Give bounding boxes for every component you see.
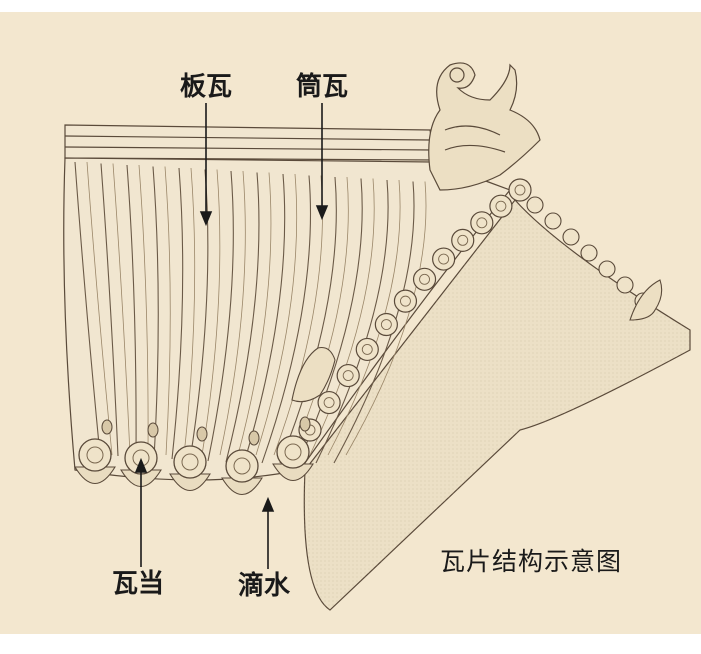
gable-eave-disc [562,228,580,246]
tube-tile-shade [219,170,246,456]
gable-eave-disc [580,244,598,262]
ridge-ornament [428,62,541,191]
tube-tile-shade [164,166,171,456]
eave-tile-end-inner [181,453,199,471]
gable-wall-texture [304,200,690,610]
eave-tile-end-inner [284,443,302,461]
eave-tile-end [225,449,259,483]
gable-eave-disc [598,260,616,278]
arrowhead-banwa [199,211,213,227]
gable-eave-disc [616,276,634,294]
tube-tile-line [243,173,286,464]
tube-tile-line [279,176,337,464]
tube-tile-shade [86,161,113,456]
roof-ridge [64,124,436,161]
tube-tile-line [207,170,234,462]
eave-tile-end [78,438,112,472]
arrowhead-tongwa [315,205,329,221]
hip-eave-disc [451,228,475,252]
tube-tile-shade [138,164,149,456]
gable-eave-disc [544,212,562,230]
hip-eave-disc [470,211,494,235]
tube-tile-shade [237,172,272,456]
hip-eave-disc-inner [323,397,335,408]
hip-eave-disc-inner [342,370,354,382]
hip-eave-disc [355,337,379,362]
tube-tile-shade [201,169,221,456]
hip-eave-disc [317,390,341,415]
drip-tile [74,466,116,484]
drip-tile [272,463,314,481]
hip-eave-disc [374,312,398,337]
eave-tile-end-inner [86,446,104,464]
tube-tile-shade [327,179,401,456]
front-eave-row [74,416,314,495]
hip-eave-disc-inner [361,343,373,355]
tube-tile-line [100,163,119,457]
tube-tile-line [261,175,312,464]
tile-nail-cap [196,426,208,442]
drip-tile [221,477,263,495]
tube-tile-shade [309,178,375,456]
label-banwa: 板瓦 [180,72,233,102]
tube-tile-line [152,166,159,459]
tube-tile-line [315,179,389,464]
tube-tile-line [74,161,101,456]
tube-tile-shade [183,167,196,456]
leader-arrows [134,103,329,569]
tube-tile-shade [112,163,131,456]
eave-tile-end-inner [233,457,251,475]
tube-tile-shade [255,173,298,456]
hip-eave-disc-inner [495,200,507,212]
hip-eave-disc-inner [438,253,450,265]
tube-tile-line [189,169,209,461]
tube-tile-line [171,167,184,460]
hip-eave-disc [393,289,418,313]
diagram-title: 瓦片结构示意图 [440,547,623,576]
label-wadang: 瓦当 [112,569,165,599]
hip-eave-disc [412,267,437,291]
tail-ornament [629,279,663,321]
tube-tile-line [126,164,137,458]
gable-eave-disc [526,196,544,214]
tube-tile-line [225,172,260,463]
tube-tile-line [333,181,415,464]
tile-nail-cap [248,430,260,446]
arrowhead-wadang [134,457,148,473]
tile-nail-cap [299,416,311,432]
eave-tile-end [276,435,310,469]
hip-eave-disc-inner [400,295,411,307]
hip-eave-row [298,178,652,442]
hip-eave-disc [432,247,456,271]
tube-tile-shade [291,176,349,456]
hip-eave-disc-inner [476,217,488,229]
hip-eave-disc [336,363,360,388]
hip-eave-disc-inner [514,184,526,196]
hip-eave-disc [508,178,532,202]
label-dishui: 滴水 [238,571,291,601]
arrowhead-dishui [261,496,275,512]
eave-tile-end [173,445,207,479]
drip-tile [169,473,211,491]
tube-tile-lines [74,161,427,464]
tile-nail-cap [147,422,159,438]
label-tongwa: 筒瓦 [296,72,349,102]
hip-eave-disc-inner [457,234,469,246]
tile-nail-cap [101,419,113,435]
hip-eave-disc-inner [380,319,392,330]
small-ornament [291,346,336,403]
hip-eave-disc [489,194,513,218]
hip-eave-disc-inner [419,273,430,285]
